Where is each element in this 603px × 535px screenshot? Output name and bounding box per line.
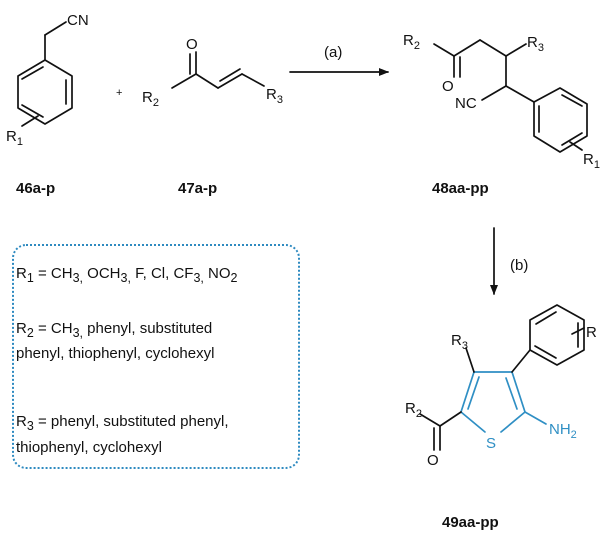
r-label-49: R — [586, 324, 597, 341]
compound-47-label: 47a-p — [178, 180, 217, 197]
nitrile-label: NC — [455, 95, 477, 112]
amino-group-label: NH2 — [549, 421, 577, 441]
condition-a-label: (a) — [324, 44, 342, 61]
compound-49-label: 49aa-pp — [442, 514, 499, 531]
r3-label-49: R3 — [451, 332, 468, 352]
substituent-legend — [12, 244, 300, 469]
condition-b-label: (b) — [510, 257, 528, 274]
r2-label-49: R2 — [405, 400, 422, 420]
compound-46-structure: CN R1 — [6, 12, 89, 148]
r3-label-48: R3 — [527, 34, 544, 54]
compound-49-structure: S NH2 R3 R R2 O — [405, 304, 597, 469]
carbonyl-oxygen-label: O — [186, 36, 198, 53]
legend-r3-line-2: thiophenyl, cyclohexyl — [16, 439, 162, 456]
r1-substituent-label: R1 — [6, 128, 23, 148]
legend-r1-line: R1 = CH3, OCH3, F, Cl, CF3, NO2 — [16, 265, 238, 285]
acyl-oxygen-label: O — [427, 452, 439, 469]
thiophene-sulfur-label: S — [486, 435, 496, 452]
r3-label-47: R3 — [266, 86, 283, 106]
ketone-oxygen-label: O — [442, 78, 454, 95]
compound-46-label: 46a-p — [16, 180, 55, 197]
r2-label-47: R2 — [142, 89, 159, 109]
compound-48-structure: R2 O R3 NC R1 — [403, 32, 600, 171]
legend-r3-line: R3 = phenyl, substituted phenyl, — [16, 413, 229, 433]
plus-sign: + — [116, 87, 122, 99]
r2-label-48: R2 — [403, 32, 420, 52]
compound-47-structure: O R2 R3 — [142, 36, 283, 109]
cyano-label: CN — [67, 12, 89, 29]
r1-label-48: R1 — [583, 151, 600, 171]
legend-r2-line-2: phenyl, thiophenyl, cyclohexyl — [16, 345, 215, 362]
compound-48-label: 48aa-pp — [432, 180, 489, 197]
legend-r2-line: R2 = CH3, phenyl, substituted — [16, 320, 213, 340]
